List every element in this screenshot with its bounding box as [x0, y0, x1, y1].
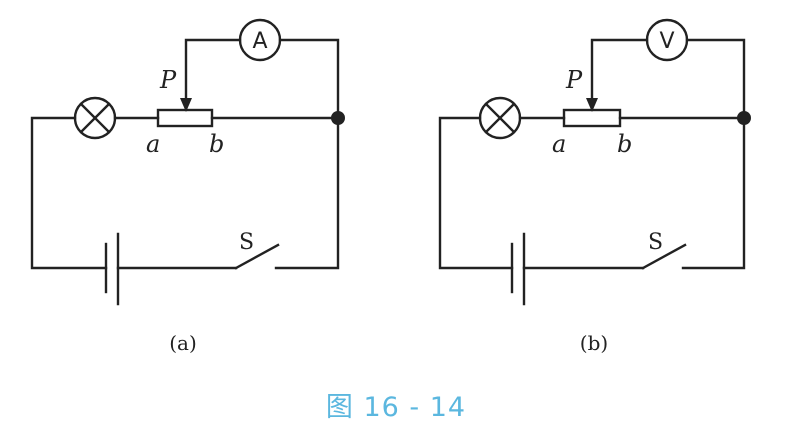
wire-ammeter-to-junction-a	[278, 38, 340, 120]
junction-dot	[737, 111, 751, 125]
switch-label: S	[239, 230, 254, 255]
caption-b: (b)	[580, 331, 608, 355]
end-b-label: b	[617, 130, 632, 158]
wire-slider-to-ammeter-a	[184, 38, 242, 106]
junction-dot	[331, 111, 345, 125]
voltmeter-symbol: V	[659, 29, 674, 54]
wire-slider-to-voltmeter-b	[590, 38, 649, 106]
slider-label: P	[565, 66, 583, 94]
ammeter-icon	[238, 18, 282, 62]
wire-voltmeter-to-junction-b	[685, 38, 746, 120]
slider-label: P	[159, 66, 177, 94]
slider-arrow-icon	[586, 98, 598, 112]
wire-left-loop-a	[30, 116, 108, 270]
wire-left-loop-b	[438, 116, 514, 270]
switch-blade	[641, 243, 687, 270]
switch-blade	[234, 243, 280, 270]
circuit-a: A P a b S (a)	[30, 18, 345, 355]
figure-caption: 图 16 - 14	[326, 392, 466, 423]
rheostat-resistor	[156, 108, 214, 128]
voltmeter-icon	[645, 18, 689, 62]
rheostat-resistor	[562, 108, 622, 128]
end-b-label: b	[209, 130, 224, 158]
wire-switch-to-junction-a	[274, 116, 340, 270]
end-a-label: a	[552, 130, 566, 158]
end-a-label: a	[146, 130, 160, 158]
wire-switch-to-junction-b	[681, 116, 746, 270]
caption-a: (a)	[169, 331, 197, 355]
slider-arrow-icon	[180, 98, 192, 112]
circuit-b: V P a b S (b)	[438, 18, 751, 355]
ammeter-symbol: A	[252, 29, 267, 54]
lamp-icon	[478, 96, 522, 140]
switch-label: S	[648, 230, 663, 255]
lamp-icon	[73, 96, 117, 140]
